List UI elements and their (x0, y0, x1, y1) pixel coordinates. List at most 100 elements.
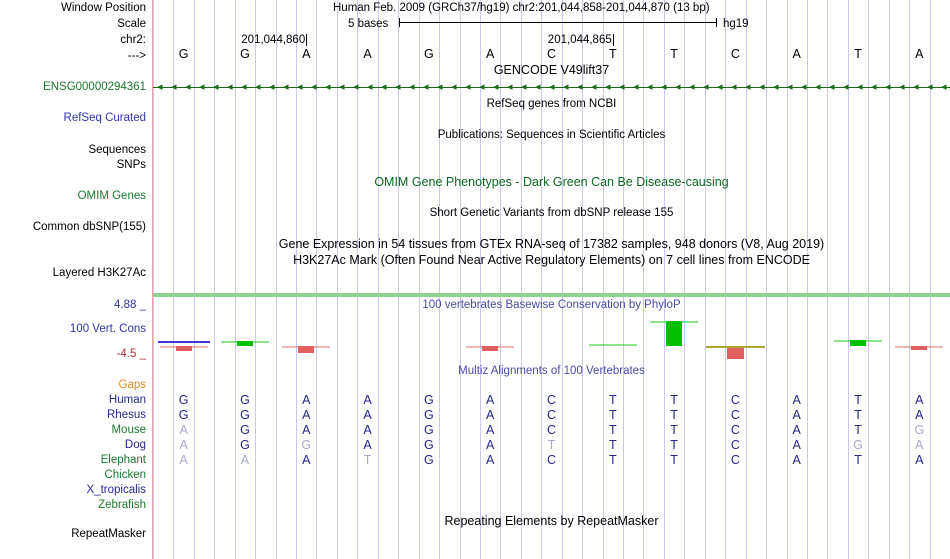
track-title-h3k27ac[interactable]: H3K27Ac Mark (Often Found Near Active Re… (293, 253, 810, 267)
track-label-column: Window Position Scale chr2: ---> ENSG000… (0, 0, 150, 559)
strand-arrow-icon: ◂ (619, 81, 625, 93)
strand-arrow-icon: ◂ (633, 81, 639, 93)
label-species-human[interactable]: Human (108, 394, 146, 406)
strand-arrow-icon: ◂ (381, 81, 387, 93)
label-common-dbsnp[interactable]: Common dbSNP(155) (32, 221, 146, 233)
ruler-label: 201,044,865 (547, 34, 612, 46)
label-snps[interactable]: SNPs (116, 159, 146, 171)
conservation-bar[interactable] (221, 312, 269, 360)
alignment-base: T (608, 408, 617, 422)
strand-arrow-icon: ◂ (647, 81, 653, 93)
conservation-block (727, 346, 744, 359)
strand-arrow-icon: ◂ (521, 81, 527, 93)
track-title-gencode[interactable]: GENCODE V49lift37 (493, 63, 610, 77)
label-refseq[interactable]: RefSeq Curated (63, 112, 146, 124)
conservation-bar[interactable] (159, 312, 208, 360)
label-species-rhesus[interactable]: Rhesus (107, 409, 146, 421)
conservation-block (236, 341, 254, 346)
strand-arrow-icon: ◂ (479, 81, 485, 93)
alignment-base: C (730, 393, 740, 407)
alignment-base: G (914, 423, 925, 437)
strand-arrow-icon: ◂ (815, 81, 821, 93)
track-title-omim[interactable]: OMIM Gene Phenotypes - Dark Green Can Be… (374, 175, 729, 189)
track-title-repeatmasker[interactable]: Repeating Elements by RepeatMasker (444, 514, 659, 528)
alignment-base: T (608, 423, 617, 437)
alignment-base: T (547, 438, 556, 452)
track-data-panel[interactable]: Human Feb. 2009 (GRCh37/hg19) chr2:201,0… (153, 0, 950, 559)
alignment-base: C (730, 453, 740, 467)
track-title-multiz[interactable]: Multiz Alignments of 100 Vertebrates (458, 365, 645, 377)
strand-arrow-icon: ◂ (311, 81, 317, 93)
scale-value: 5 bases (348, 18, 389, 30)
track-title-dbsnp[interactable]: Short Genetic Variants from dbSNP releas… (429, 207, 674, 219)
alignment-base: G (853, 438, 863, 452)
strand-arrow-icon: ◂ (493, 81, 499, 93)
track-title-publications[interactable]: Publications: Sequences in Scientific Ar… (437, 129, 666, 141)
label-omim-genes[interactable]: OMIM Genes (77, 190, 146, 202)
track-title-conservation[interactable]: 100 vertebrates Basewise Conservation by… (422, 299, 681, 311)
label-species-dog[interactable]: Dog (124, 439, 146, 451)
strand-arrow-icon: ◂ (395, 81, 401, 93)
track-separator-green (153, 293, 950, 297)
conservation-bar[interactable] (895, 312, 944, 360)
strand-arrow-icon: ◂ (563, 81, 569, 93)
strand-arrow-icon: ◂ (675, 81, 681, 93)
label-repeatmasker[interactable]: RepeatMasker (71, 528, 146, 540)
label-gencode-gene[interactable]: ENSG00000294361 (43, 81, 146, 93)
alignment-base: C (730, 423, 740, 437)
reference-base: A (486, 47, 495, 61)
strand-arrow-icon: ◂ (577, 81, 583, 93)
conservation-plot[interactable] (153, 312, 950, 360)
cons-max-value: 4.88 _ (114, 299, 146, 311)
alignment-base: G (178, 393, 189, 407)
strand-arrow-icon: ◂ (325, 81, 331, 93)
label-gaps: Gaps (118, 379, 147, 391)
conservation-bar[interactable] (588, 312, 637, 360)
alignment-base: A (792, 423, 801, 437)
strand-arrow-icon: ◂ (213, 81, 219, 93)
conservation-accent-mark (706, 346, 765, 348)
gencode-transcript-line[interactable]: ◂◂◂◂◂◂◂◂◂◂◂◂◂◂◂◂◂◂◂◂◂◂◂◂◂◂◂◂◂◂◂◂◂◂◂◂◂◂◂◂… (153, 82, 950, 93)
alignment-base: A (302, 453, 311, 467)
track-title-gtex[interactable]: Gene Expression in 54 tissues from GTEx … (278, 237, 825, 251)
label-layered-h3k27ac[interactable]: Layered H3K27Ac (52, 267, 146, 279)
conservation-bar[interactable] (282, 312, 331, 360)
strand-arrow-icon: ◂ (787, 81, 793, 93)
reference-base: G (424, 47, 434, 61)
strand-arrow-icon: ◂ (255, 81, 261, 93)
conservation-bar[interactable] (834, 312, 882, 360)
alignment-base: A (302, 408, 311, 422)
label-species-mouse[interactable]: Mouse (111, 424, 146, 436)
alignment-base: T (854, 423, 862, 437)
label-100-vert-cons[interactable]: 100 Vert. Cons (69, 323, 146, 335)
reference-base: A (915, 47, 924, 61)
label-sequences[interactable]: Sequences (88, 144, 146, 156)
reference-base: T (608, 47, 617, 61)
alignment-base: T (608, 453, 617, 467)
alignment-base: G (424, 453, 434, 467)
conservation-block (849, 340, 867, 346)
reference-base: A (302, 47, 311, 61)
alignment-base: A (915, 408, 924, 422)
strand-arrow-icon: ◂ (829, 81, 835, 93)
label-species-chicken[interactable]: Chicken (104, 469, 146, 481)
label-species-x-tropicalis[interactable]: X_tropicalis (86, 484, 146, 496)
strand-arrow-icon: ◂ (801, 81, 807, 93)
conservation-block (298, 346, 315, 353)
label-species-elephant[interactable]: Elephant (100, 454, 146, 466)
conservation-bar[interactable] (711, 312, 760, 360)
strand-arrow-icon: ◂ (423, 81, 429, 93)
alignment-base: C (546, 393, 557, 407)
track-title-refseq[interactable]: RefSeq genes from NCBI (486, 98, 617, 110)
alignment-base: C (546, 408, 557, 422)
conservation-bar[interactable] (466, 312, 515, 360)
alignment-base: G (240, 393, 250, 407)
strand-arrow-icon: ◂ (549, 81, 555, 93)
alignment-base: A (486, 453, 495, 467)
alignment-base: C (546, 423, 557, 437)
conservation-bar[interactable] (650, 312, 699, 360)
alignment-base: T (608, 393, 617, 407)
window-position-value: Human Feb. 2009 (GRCh37/hg19) chr2:201,0… (333, 2, 710, 14)
label-species-zebrafish[interactable]: Zebrafish (98, 499, 146, 511)
